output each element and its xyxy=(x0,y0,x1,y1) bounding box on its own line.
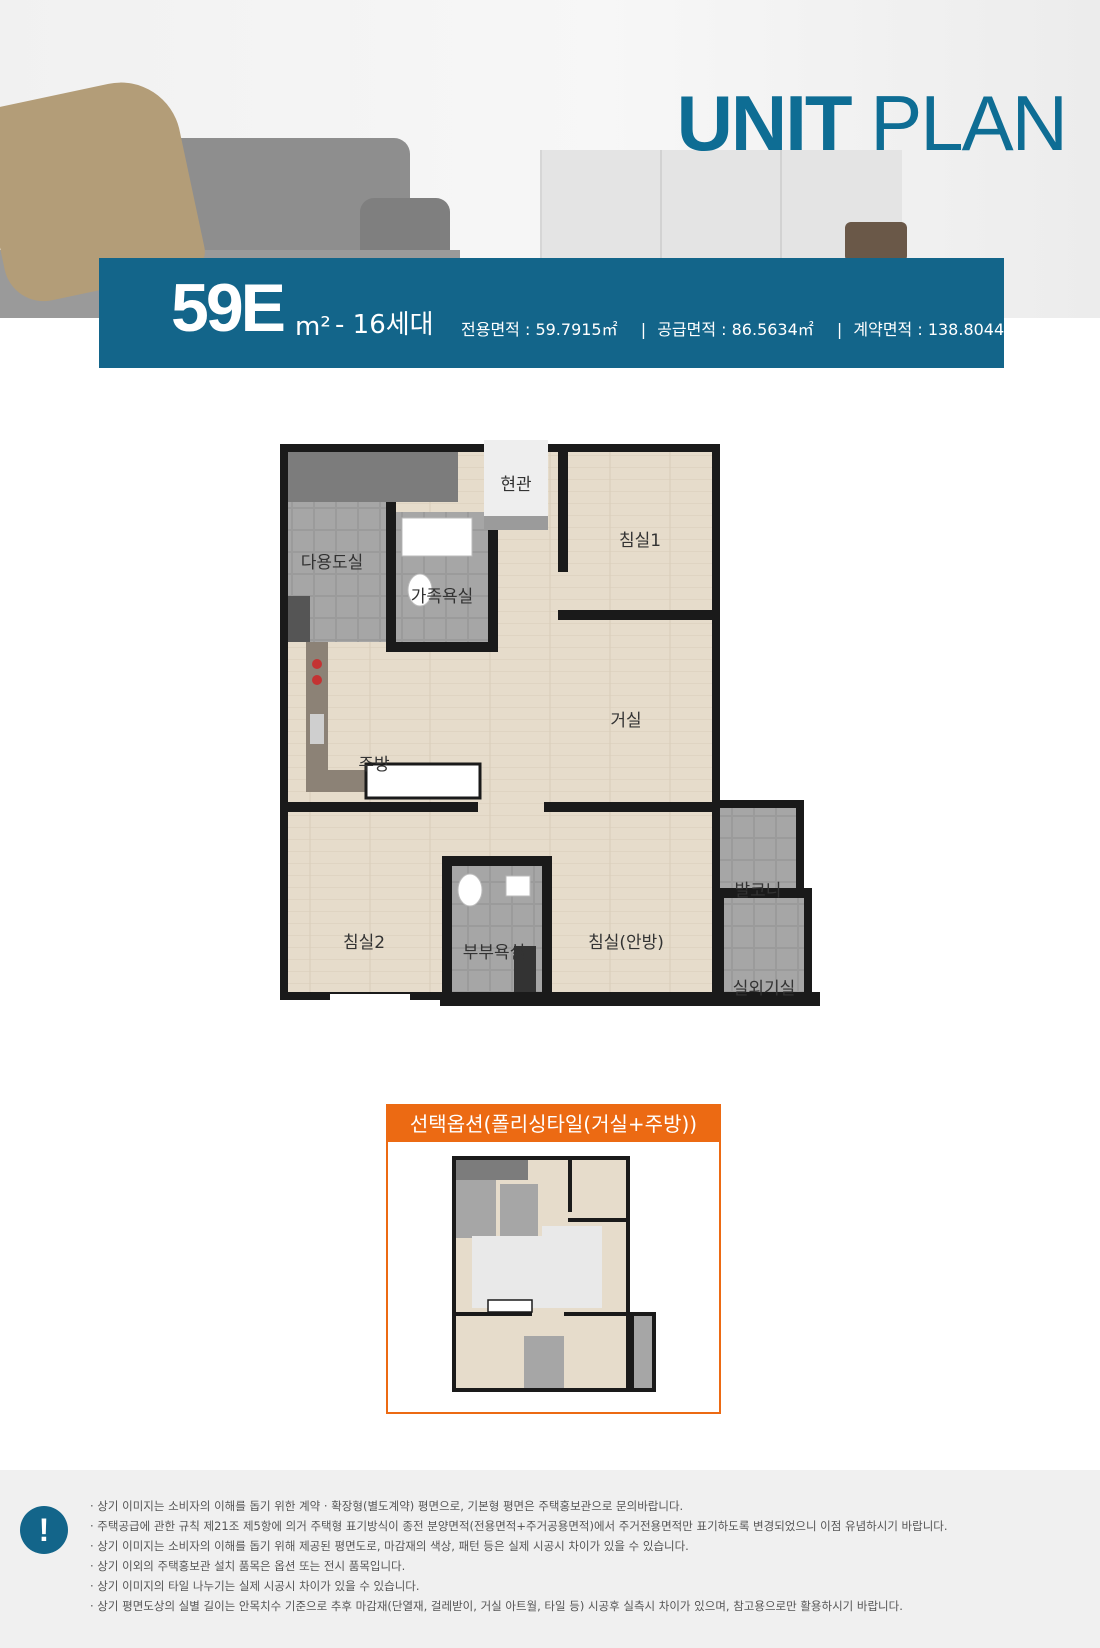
room-label-master-bedroom: 침실(안방) xyxy=(588,933,664,953)
toilet-icon xyxy=(407,573,433,607)
option-floor-plan xyxy=(452,1156,658,1396)
option-interior-wall xyxy=(568,1160,572,1212)
interior-wall xyxy=(442,856,452,992)
kitchen-counter xyxy=(306,770,366,792)
balcony-floor xyxy=(720,808,796,888)
note-item: · 상기 이외의 주택홍보관 설치 품목은 옵션 또는 전시 품목입니다. xyxy=(90,1559,406,1573)
interior-wall xyxy=(558,610,712,620)
sink-icon xyxy=(310,714,324,744)
option-interior-wall xyxy=(456,1312,532,1316)
page-title-bold: UNIT xyxy=(676,79,853,167)
floor-plan-drawing: 현관 침실1 다용도실 가족욕실 거실 주방 침실2 부부욕실 침실(안방) 발… xyxy=(280,440,820,1006)
area-separator: | xyxy=(836,320,843,339)
exclusive-area: 전용면적 : 59.7915㎡ xyxy=(461,320,618,339)
shaft xyxy=(514,946,536,992)
option-interior-wall xyxy=(568,1218,626,1222)
contract-area: 계약면적 : 138.8044㎡ xyxy=(853,320,1021,339)
option-floor-plan-drawing xyxy=(452,1156,656,1392)
room-label-outdoor-unit: 실외기실 xyxy=(733,979,796,999)
option-kitchen-island xyxy=(487,1299,533,1313)
unit-suffix: m² xyxy=(295,312,331,342)
cooktop-icon xyxy=(312,675,322,685)
room-label-kitchen: 주방 xyxy=(358,755,390,775)
notes-list: · 상기 이미지는 소비자의 이해를 돕기 위한 계약 · 확장형(별도계약) … xyxy=(90,1496,948,1616)
room-label-family-bath: 가족욕실 xyxy=(411,587,474,607)
interior-wall xyxy=(386,642,494,652)
interior-wall xyxy=(542,856,552,992)
exclamation-icon: ! xyxy=(20,1506,68,1554)
room-label-entrance: 현관 xyxy=(500,475,531,495)
bathtub-icon xyxy=(401,517,473,557)
option-title: 선택옵션(폴리싱타일(거실+주방)) xyxy=(388,1106,719,1142)
window xyxy=(330,994,410,1002)
cooktop-icon xyxy=(312,659,322,669)
interior-wall xyxy=(442,856,552,866)
note-item: · 상기 평면도상의 실별 길이는 안목치수 기준으로 추후 마감재(단열재, … xyxy=(90,1599,903,1613)
outdoor-room-floor xyxy=(724,898,804,996)
hero-cabinet-divider xyxy=(780,150,782,318)
interior-wall xyxy=(288,802,478,812)
entrance-floor xyxy=(484,444,548,516)
front-door-opening xyxy=(484,440,548,448)
unit-banner: 59E m² - 16세대 전용면적 : 59.7915㎡ | 공급면적 : 8… xyxy=(99,258,1020,368)
area-summary: 전용면적 : 59.7915㎡ | 공급면적 : 86.5634㎡ | 계약면적… xyxy=(461,322,1026,338)
kitchen-island xyxy=(364,762,482,800)
floor-plan: 현관 침실1 다용도실 가족욕실 거실 주방 침실2 부부욕실 침실(안방) 발… xyxy=(270,420,850,1070)
room-label-balcony: 발코니 xyxy=(735,881,782,901)
option-interior-wall xyxy=(564,1312,626,1316)
option-balcony-floor xyxy=(634,1316,652,1388)
option-storage xyxy=(456,1160,528,1180)
option-polished-tile xyxy=(472,1236,602,1308)
room-label-utility: 다용도실 xyxy=(301,553,364,573)
area-separator: | xyxy=(640,320,647,339)
interior-wall xyxy=(558,452,568,572)
interior-wall xyxy=(544,802,712,812)
room-label-bedroom1: 침실1 xyxy=(619,531,661,551)
room-label-bedroom2: 침실2 xyxy=(343,933,385,953)
toilet-icon xyxy=(457,873,483,907)
storage-area xyxy=(288,452,458,502)
hero-image xyxy=(0,0,1100,318)
notes-section: ! · 상기 이미지는 소비자의 이해를 돕기 위한 계약 · 확장형(별도계약… xyxy=(0,1470,1100,1648)
option-panel: 선택옵션(폴리싱타일(거실+주방)) xyxy=(386,1104,721,1414)
hero-decor xyxy=(845,222,907,262)
entrance-step xyxy=(484,516,548,530)
option-utility-floor xyxy=(456,1180,496,1238)
supply-area: 공급면적 : 86.5634㎡ xyxy=(657,320,814,339)
note-item: · 상기 이미지의 타일 나누기는 실제 시공시 차이가 있을 수 있습니다. xyxy=(90,1579,420,1593)
option-polished-tile xyxy=(542,1226,602,1236)
interior-wall xyxy=(386,502,396,650)
shaft xyxy=(288,596,310,642)
page-title-light: PLAN xyxy=(870,79,1068,167)
note-item: · 상기 이미지는 소비자의 이해를 돕기 위해 제공된 평면도로, 마감재의 … xyxy=(90,1539,689,1553)
exterior-wall xyxy=(440,992,820,1006)
page-title: UNIT PLAN xyxy=(677,84,1068,162)
household-count: - 16세대 xyxy=(335,310,434,340)
room-label-master-bath: 부부욕실 xyxy=(463,943,526,963)
room-label-living: 거실 xyxy=(610,711,641,731)
note-item: · 주택공급에 관한 규칙 제21조 제5항에 의거 주택형 표기방식이 종전 … xyxy=(90,1519,948,1533)
window xyxy=(726,640,732,780)
hero-cabinet-divider xyxy=(660,150,662,318)
option-master-bath-floor xyxy=(524,1336,564,1388)
window xyxy=(726,480,732,540)
unit-type: 59E xyxy=(171,270,286,346)
interior-wall xyxy=(488,502,498,652)
note-item: · 상기 이미지는 소비자의 이해를 돕기 위한 계약 · 확장형(별도계약) … xyxy=(90,1499,684,1513)
option-bath-floor xyxy=(500,1184,538,1238)
basin-icon xyxy=(505,875,531,897)
